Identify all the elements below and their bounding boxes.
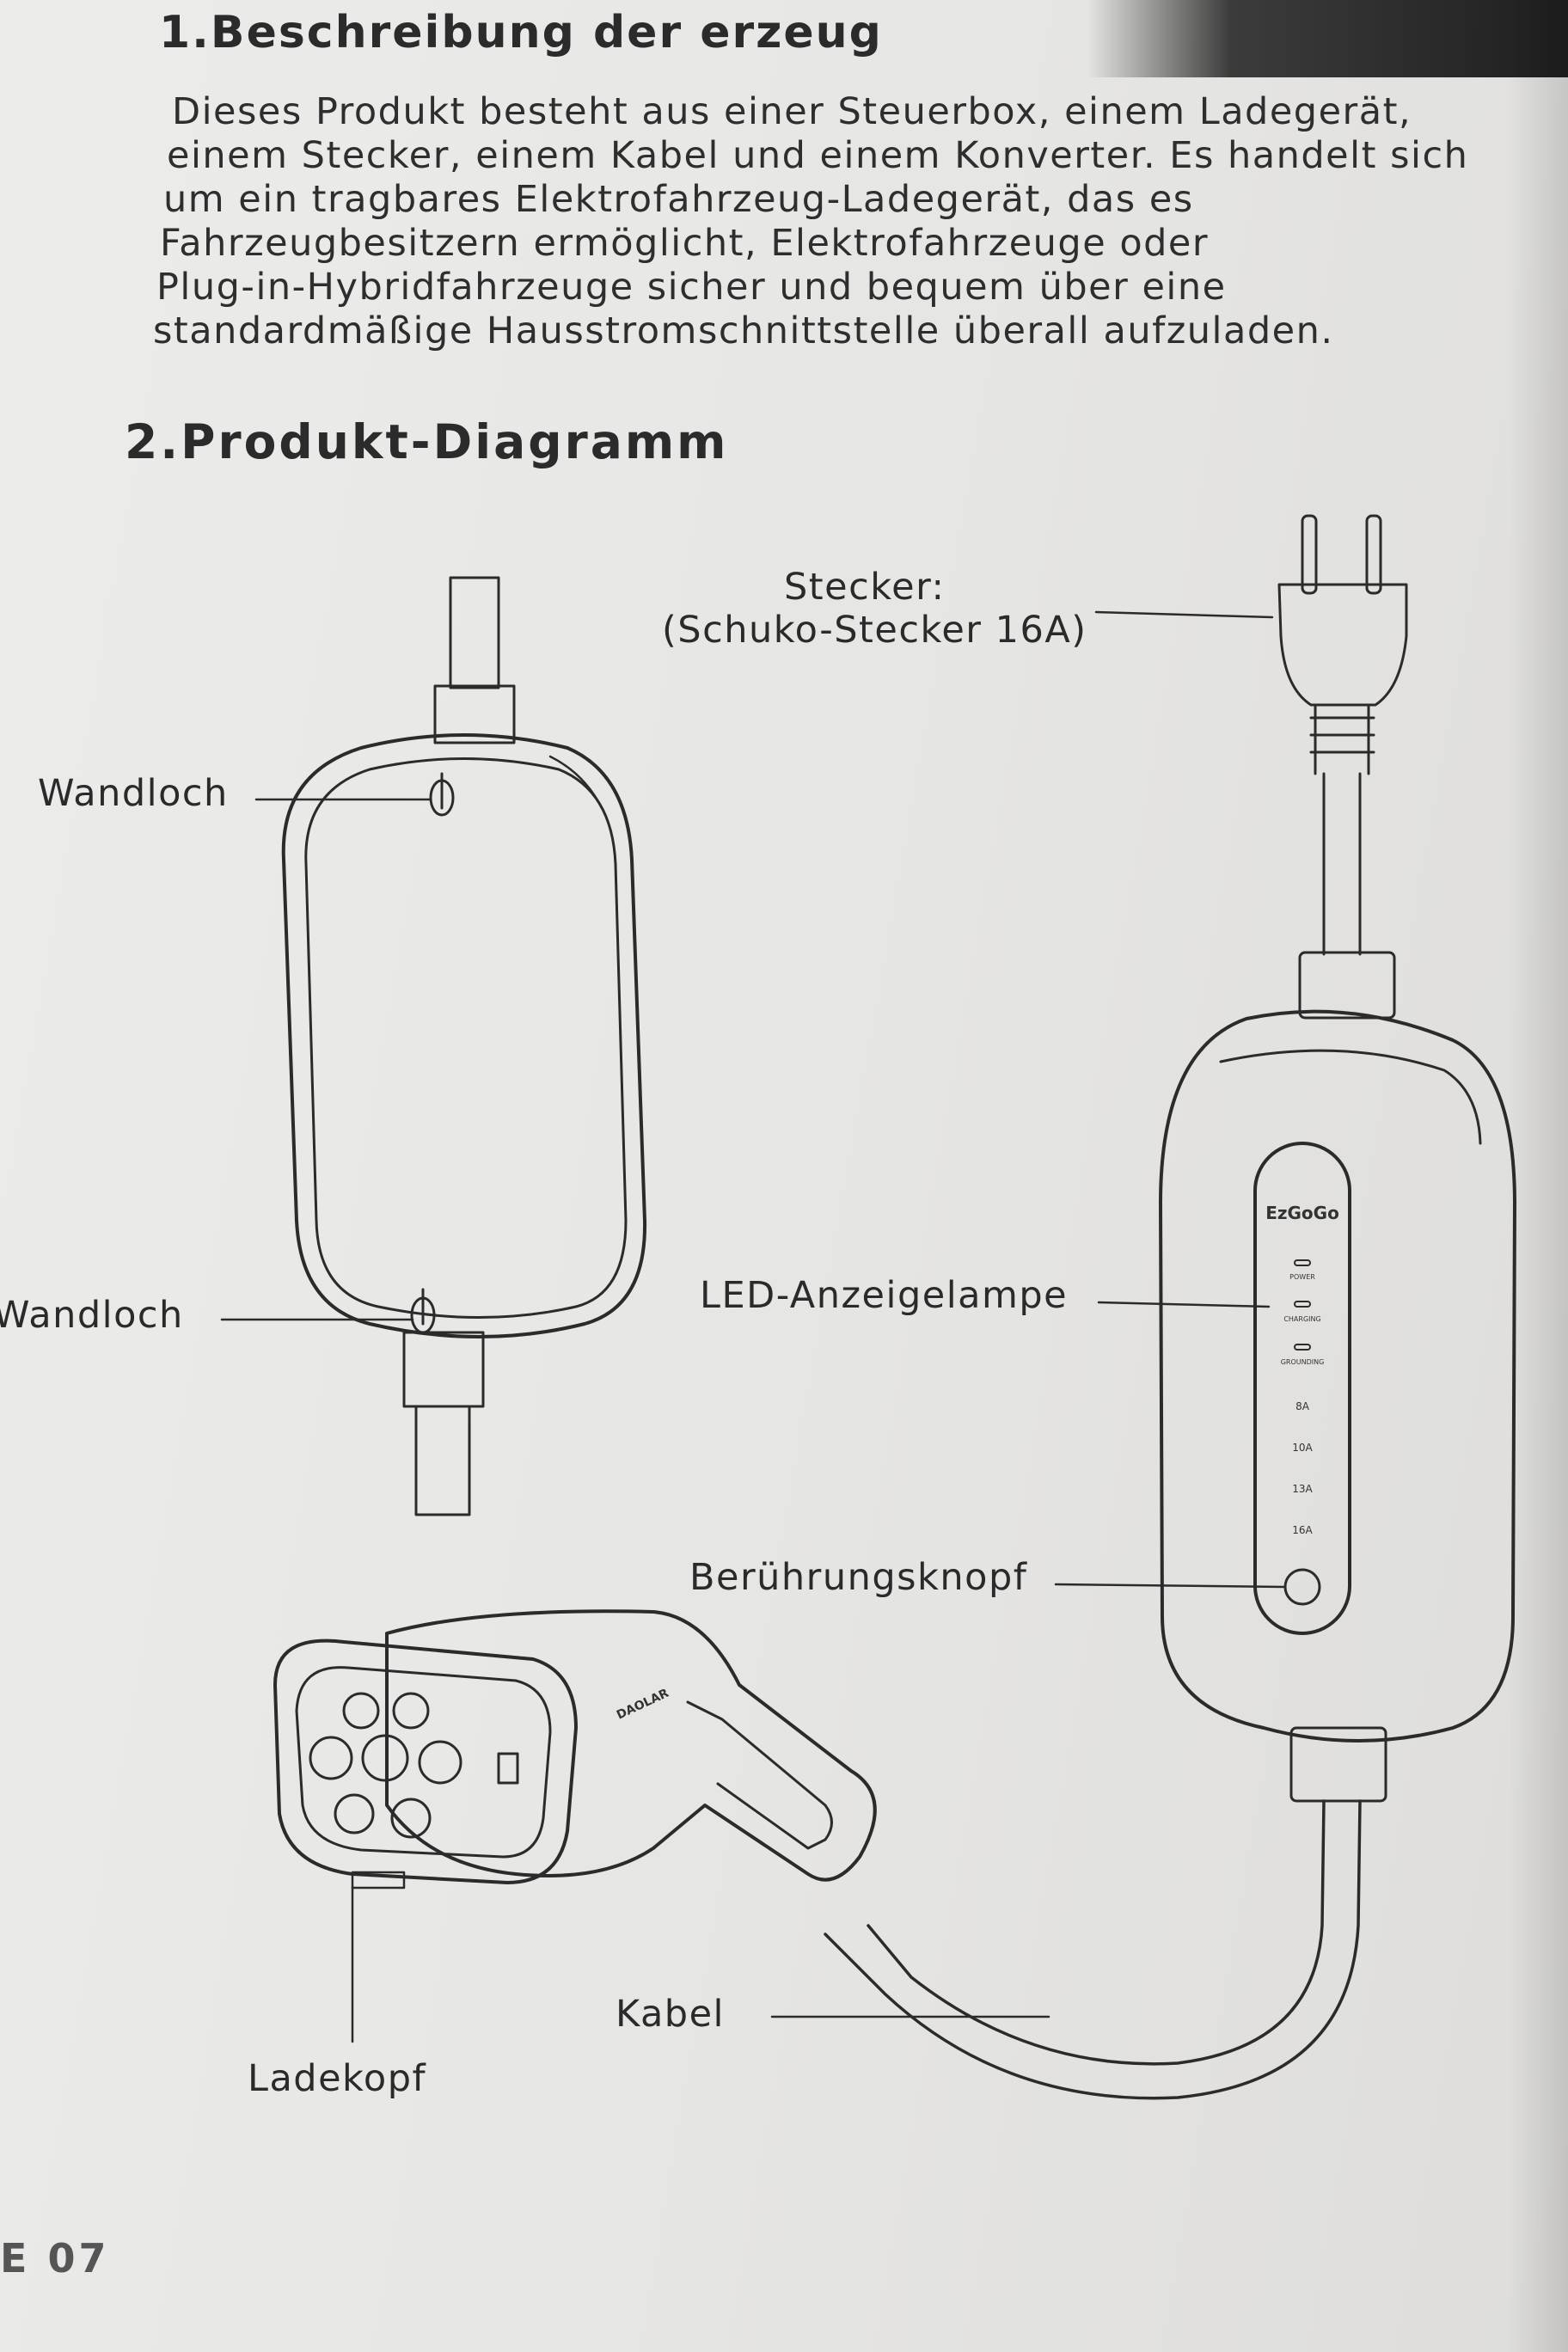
label-touch-button: Berührungsknopf [689,1556,1028,1599]
wall-bracket [281,576,647,1516]
current-16a-label: 16A [1292,1524,1313,1536]
label-schuko: (Schuko-Stecker 16A) [662,609,1087,652]
wall-hole-top [429,772,455,817]
label-ladekopf: Ladekopf [248,2057,427,2100]
connector-brand: DAOLAR [615,1687,671,1723]
svg-text:GROUNDING: GROUNDING [1281,1358,1325,1366]
page-number: E 07 [0,2235,110,2282]
current-8a-label: 8A [1295,1400,1310,1412]
label-led: LED-Anzeigelampe [700,1274,1069,1317]
current-13a-label: 13A [1292,1483,1313,1495]
paragraph-line: Plug-in-Hybridfahrzeuge sicher und beque… [156,266,1227,309]
svg-text:POWER: POWER [1289,1273,1315,1281]
led-power-icon: POWER [1289,1259,1315,1281]
paragraph-line: einem Stecker, einem Kabel und einem Kon… [167,134,1469,177]
charging-head: DAOLAR [273,1609,877,1890]
brand-logo: EzGoGo [1265,1203,1339,1223]
current-10a-label: 10A [1292,1442,1313,1454]
charging-cable [824,1799,1362,2100]
led-grounding-icon: GROUNDING [1281,1344,1325,1366]
section-1-heading: 1.Beschreibung der erzeug [159,7,883,58]
schuko-plug [1277,514,1408,956]
label-stecker: Stecker: [784,566,946,609]
leader-lines [220,610,1286,2043]
wall-hole-bottom [410,1288,436,1334]
label-kabel: Kabel [616,1993,725,2036]
paragraph-line: standardmäßige Hausstromschnittstelle üb… [153,309,1334,352]
svg-text:CHARGING: CHARGING [1283,1315,1320,1323]
label-wandloch-bottom: Wandloch [0,1294,184,1337]
page-edge-shadow [1508,0,1568,2352]
description-paragraph: Dieses Produkt besteht aus einer Steuerb… [153,90,1565,353]
paragraph-line: um ein tragbares Elektrofahrzeug-Ladeger… [163,178,1194,221]
control-box: EzGoGo POWER CHARGING GROUNDING 8A 10A 1… [1159,951,1516,1803]
section-2-heading: 2.Produkt-Diagramm [125,414,729,469]
paragraph-line: Fahrzeugbesitzern ermöglicht, Elektrofah… [160,222,1210,265]
led-charging-icon: CHARGING [1283,1301,1321,1323]
dark-shadow-top [1087,0,1568,77]
touch-button-icon [1283,1568,1321,1606]
label-wandloch-top: Wandloch [38,772,229,815]
paragraph-line: Dieses Produkt besteht aus einer Steuerb… [172,90,1412,133]
